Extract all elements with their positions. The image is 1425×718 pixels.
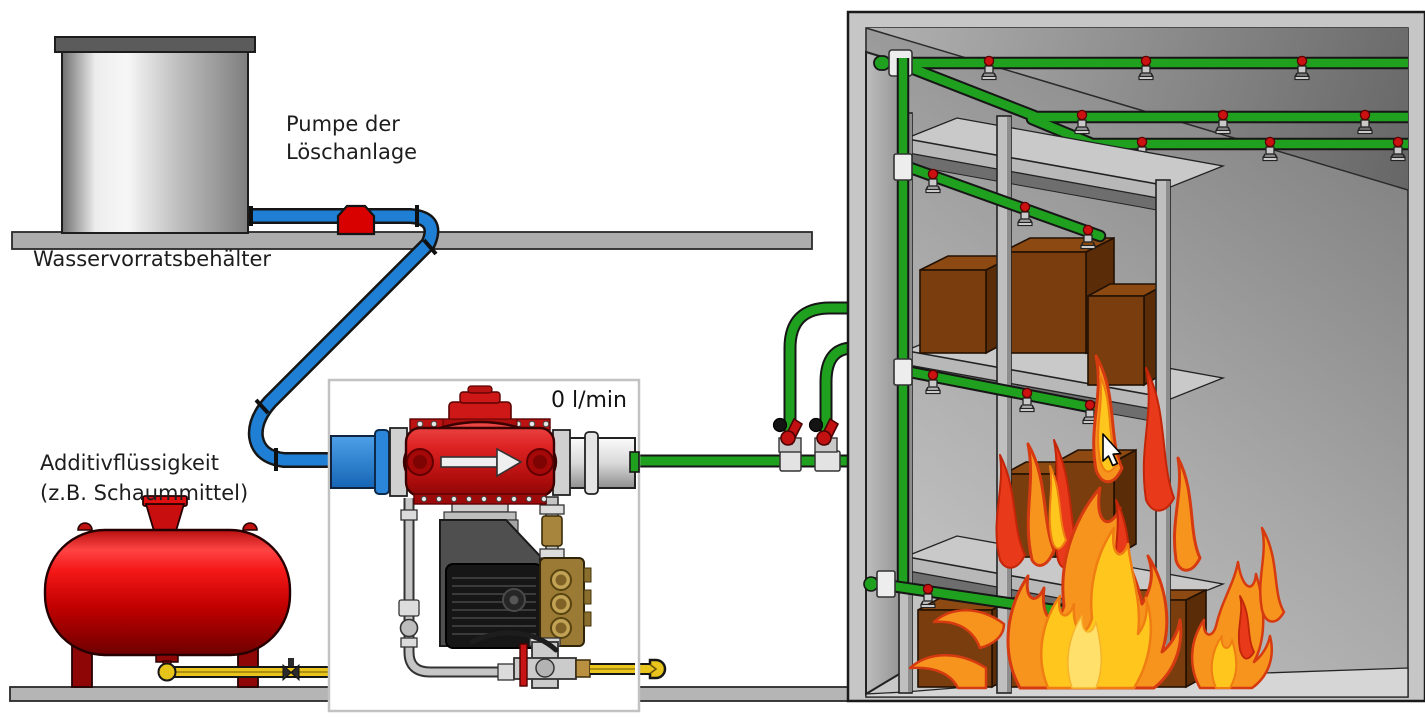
green-outlet-stub [629,451,640,473]
shutoff-valve-icon [282,663,300,682]
pipe-flange-marks [249,205,438,471]
flow-arrow-icon [440,447,523,478]
alarm-valve [772,417,804,453]
sprinkler-supply-pipes [636,301,854,472]
additive-pipe-stub [637,658,667,680]
pipe-coupling [876,570,896,598]
pipe-end-cap [863,576,879,592]
alarm-valve [808,417,840,453]
ceiling-sprinkler-pipes [873,49,1408,162]
pump-label-line2: Löschanlage [286,140,417,164]
drain-elbow [157,662,177,682]
flow-rate-value: 0 l/min [551,388,627,413]
lifting-lugs [77,522,258,531]
water-pipe [247,205,440,471]
pump-label-line1: Pumpe der [286,112,400,136]
water-tank [54,36,256,234]
additive-label-line1: Additivflüssigkeit [40,451,219,475]
proportioner-unit [330,385,640,689]
additive-pipe [157,658,330,682]
valve-lever [469,630,559,653]
handwheel-icon [808,417,824,433]
additive-label-line2: (z.B. Schaummittel) [40,481,248,505]
pipe-coupling [893,358,913,386]
filler-neck [144,503,186,532]
pump [336,204,376,236]
proportioner-inset: 0 l/min [327,378,641,713]
cursor-pointer-icon [1102,433,1122,467]
handwheel-icon [772,417,788,433]
pipe-coupling [893,153,913,181]
additive-tank [43,495,292,688]
tank-body [43,528,292,657]
pipe-end-cap [873,55,891,71]
water-tank-label: Wasservorratsbehälter [33,247,271,271]
warehouse [846,10,1425,703]
valve-red-stem [519,643,528,687]
storage-rack [863,58,1286,694]
